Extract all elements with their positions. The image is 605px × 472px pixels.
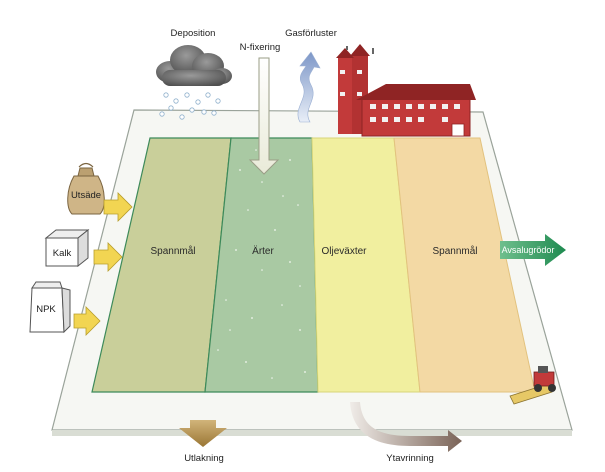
avsalugrodor-label: Avsalugrödor: [502, 245, 555, 255]
npk-label: NPK: [36, 304, 56, 315]
kalk-label: Kalk: [53, 248, 72, 259]
ytavrinning-label: Ytavrinning: [386, 453, 434, 464]
gasforluster-label: Gasförluster: [285, 28, 337, 39]
farm-buildings-icon: [336, 44, 476, 136]
utlakning-label: Utlakning: [184, 453, 224, 464]
utsade-label: Utsäde: [71, 190, 101, 201]
field-label-spannmal-1: Spannmål: [150, 245, 195, 257]
deposition-label: Deposition: [171, 28, 216, 39]
cloud-icon: [156, 45, 232, 86]
field-label-oljevaxter: Oljeväxter: [321, 246, 367, 257]
field-label-spannmal-2: Spannmål: [432, 245, 477, 257]
n-fixering-label: N-fixering: [240, 42, 281, 53]
field-label-arter: Ärter: [252, 245, 274, 257]
seed-sack-icon: [68, 164, 105, 215]
field-strips: [92, 138, 535, 392]
